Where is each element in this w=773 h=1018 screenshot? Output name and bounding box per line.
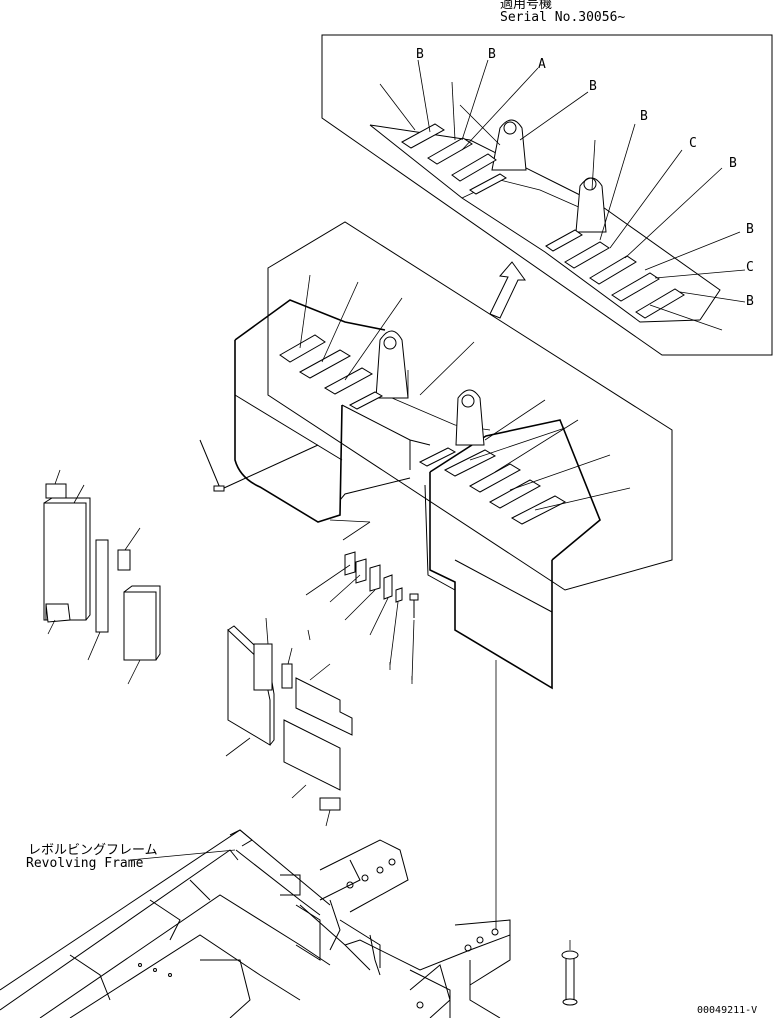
inset-callout-5: B [640,109,648,124]
plate-medium [123,591,157,661]
inset-lifting-eye-left [491,119,527,171]
counterweight-main [199,221,673,690]
plate-thin [95,539,109,633]
cw-left-block [234,340,343,523]
shim-small-top [45,483,67,499]
inset-callout-8: B [746,222,754,237]
loose-parts-left [43,469,161,685]
inset-frame [321,34,773,356]
inset-plates-left [401,123,507,195]
inset-callout-10: B [746,294,754,309]
plate-thin-mid [253,643,273,691]
main-leaders [299,274,631,511]
plate-tall [43,502,87,621]
revolving-frame [0,660,579,1018]
inset-callout-4: B [589,79,597,94]
drawing-number: 00049211-V [697,1005,758,1016]
inset-leaders [379,59,746,331]
inset-detail [321,34,773,356]
inset-callout-9: C [746,260,754,275]
fastener-stack [305,519,419,684]
lifting-eye-left [375,330,409,399]
lifting-eye-right [455,389,485,446]
revolving-frame-label-en: Revolving Frame [26,856,144,871]
revolving-frame-label-jp: レボルビングフレーム [28,843,158,858]
inset-callout-2: B [488,47,496,62]
shim-small [117,549,131,571]
inset-callout-7: B [729,156,737,171]
cw-right-block [429,472,553,690]
inset-callout-1: B [416,47,424,62]
plates-left [279,334,384,410]
applicable-serial-jp: 適用号機 [500,0,553,12]
plate-notched [295,677,353,736]
inset-callout-3: A [538,57,546,72]
inset-plates-right [545,229,685,319]
plates-right [418,447,567,525]
loose-parts-middle [225,617,353,827]
inset-callout-6: C [689,136,697,151]
mounting-bolt [561,940,579,1006]
plate-large-mid [283,719,341,791]
applicable-serial-en: Serial No.30056~ [500,10,626,25]
view-arrow [489,261,526,319]
frame-holes [138,858,499,1009]
inset-lifting-eye-right [575,177,607,233]
side-bolt [199,439,319,492]
